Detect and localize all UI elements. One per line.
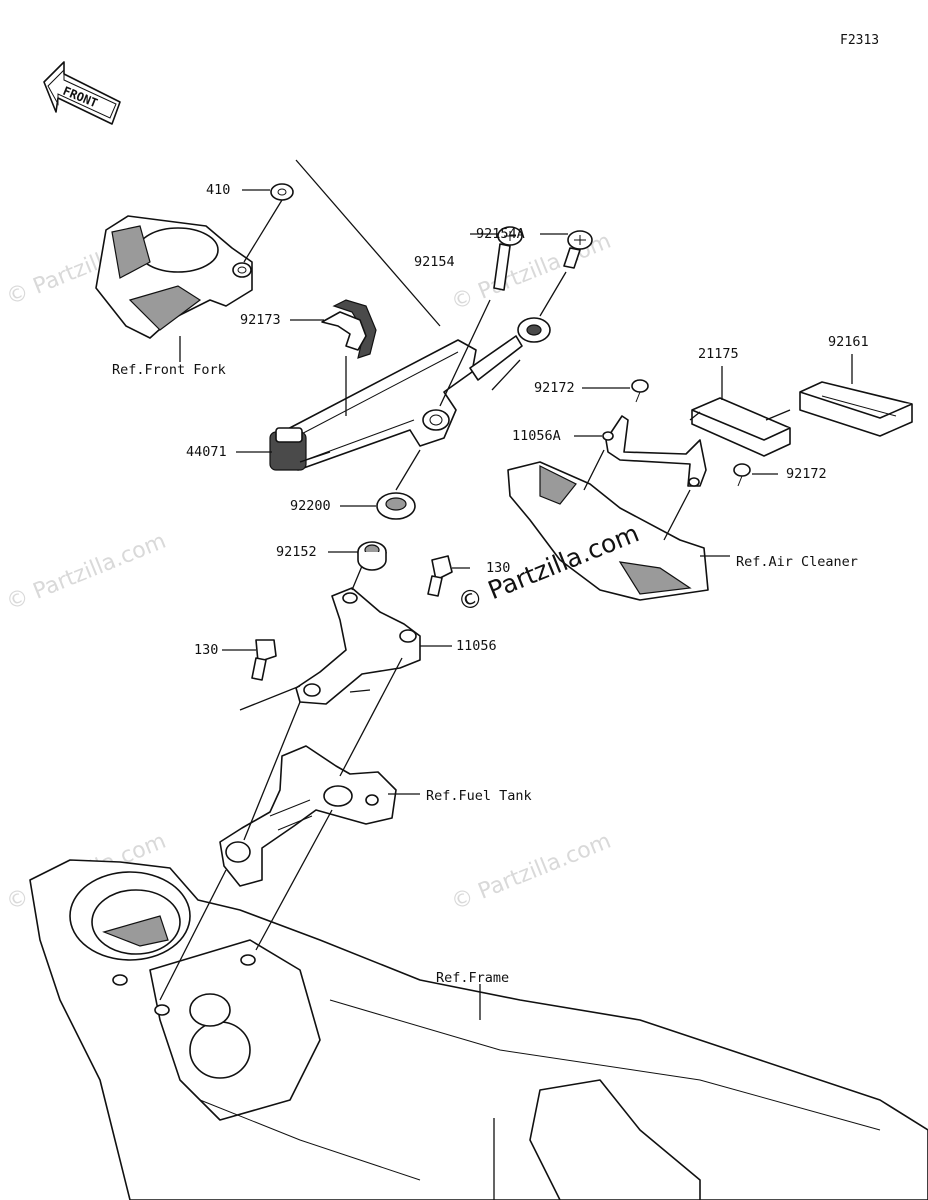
label-92172-upper: 92172 [534,380,575,396]
label-92154A: 92154A [476,226,525,242]
component-21175 [691,397,791,457]
label-11056: 11056 [456,638,497,654]
front-arrow-icon: FRONT [43,61,121,125]
label-92172-lower: 92172 [786,466,827,482]
label-44071: 44071 [186,444,227,460]
ref-frame: Ref.Frame [436,970,509,986]
ref-air-cleaner: Ref.Air Cleaner [736,554,858,570]
frame [29,859,928,1200]
washer-410 [270,183,294,201]
front-fork-clamp [95,215,253,339]
steering-damper [269,317,551,471]
component-92161 [799,381,913,437]
label-92152: 92152 [276,544,317,560]
bracket-11056 [295,587,421,705]
part-labels: 410 92154A 92154 92173 44071 92200 92152… [186,182,869,658]
label-130-upper: 130 [486,560,510,576]
air-cleaner-region [507,461,709,601]
screw-92154 [493,226,523,291]
label-11056A: 11056A [512,428,561,444]
watermark: © Partzilla.com [3,529,170,616]
clip-92173 [321,299,377,359]
label-92154: 92154 [414,254,455,270]
label-92173: 92173 [240,312,281,328]
reference-labels: Ref.Front Fork Ref.Air Cleaner Ref.Fuel … [112,362,858,986]
label-92200: 92200 [290,498,331,514]
washer-92200 [376,492,416,520]
label-130-lower: 130 [194,642,218,658]
label-92161: 92161 [828,334,869,350]
collar-92152 [357,541,387,571]
screw-92172 [631,379,649,403]
fuel-tank-bracket [219,745,397,887]
bolt-130-upper [427,555,453,597]
label-21175: 21175 [698,346,739,362]
ref-front-fork: Ref.Front Fork [112,362,226,378]
screw-92172 [733,463,751,487]
figure-code: F2313 [840,33,879,48]
bolt-130-lower [251,639,277,681]
label-410: 410 [206,182,230,198]
watermark: © Partzilla.com [448,829,615,916]
leader-lines [159,159,853,1200]
bracket-11056A [602,415,707,487]
ref-fuel-tank: Ref.Fuel Tank [426,788,532,804]
screw-92154A [563,230,593,269]
